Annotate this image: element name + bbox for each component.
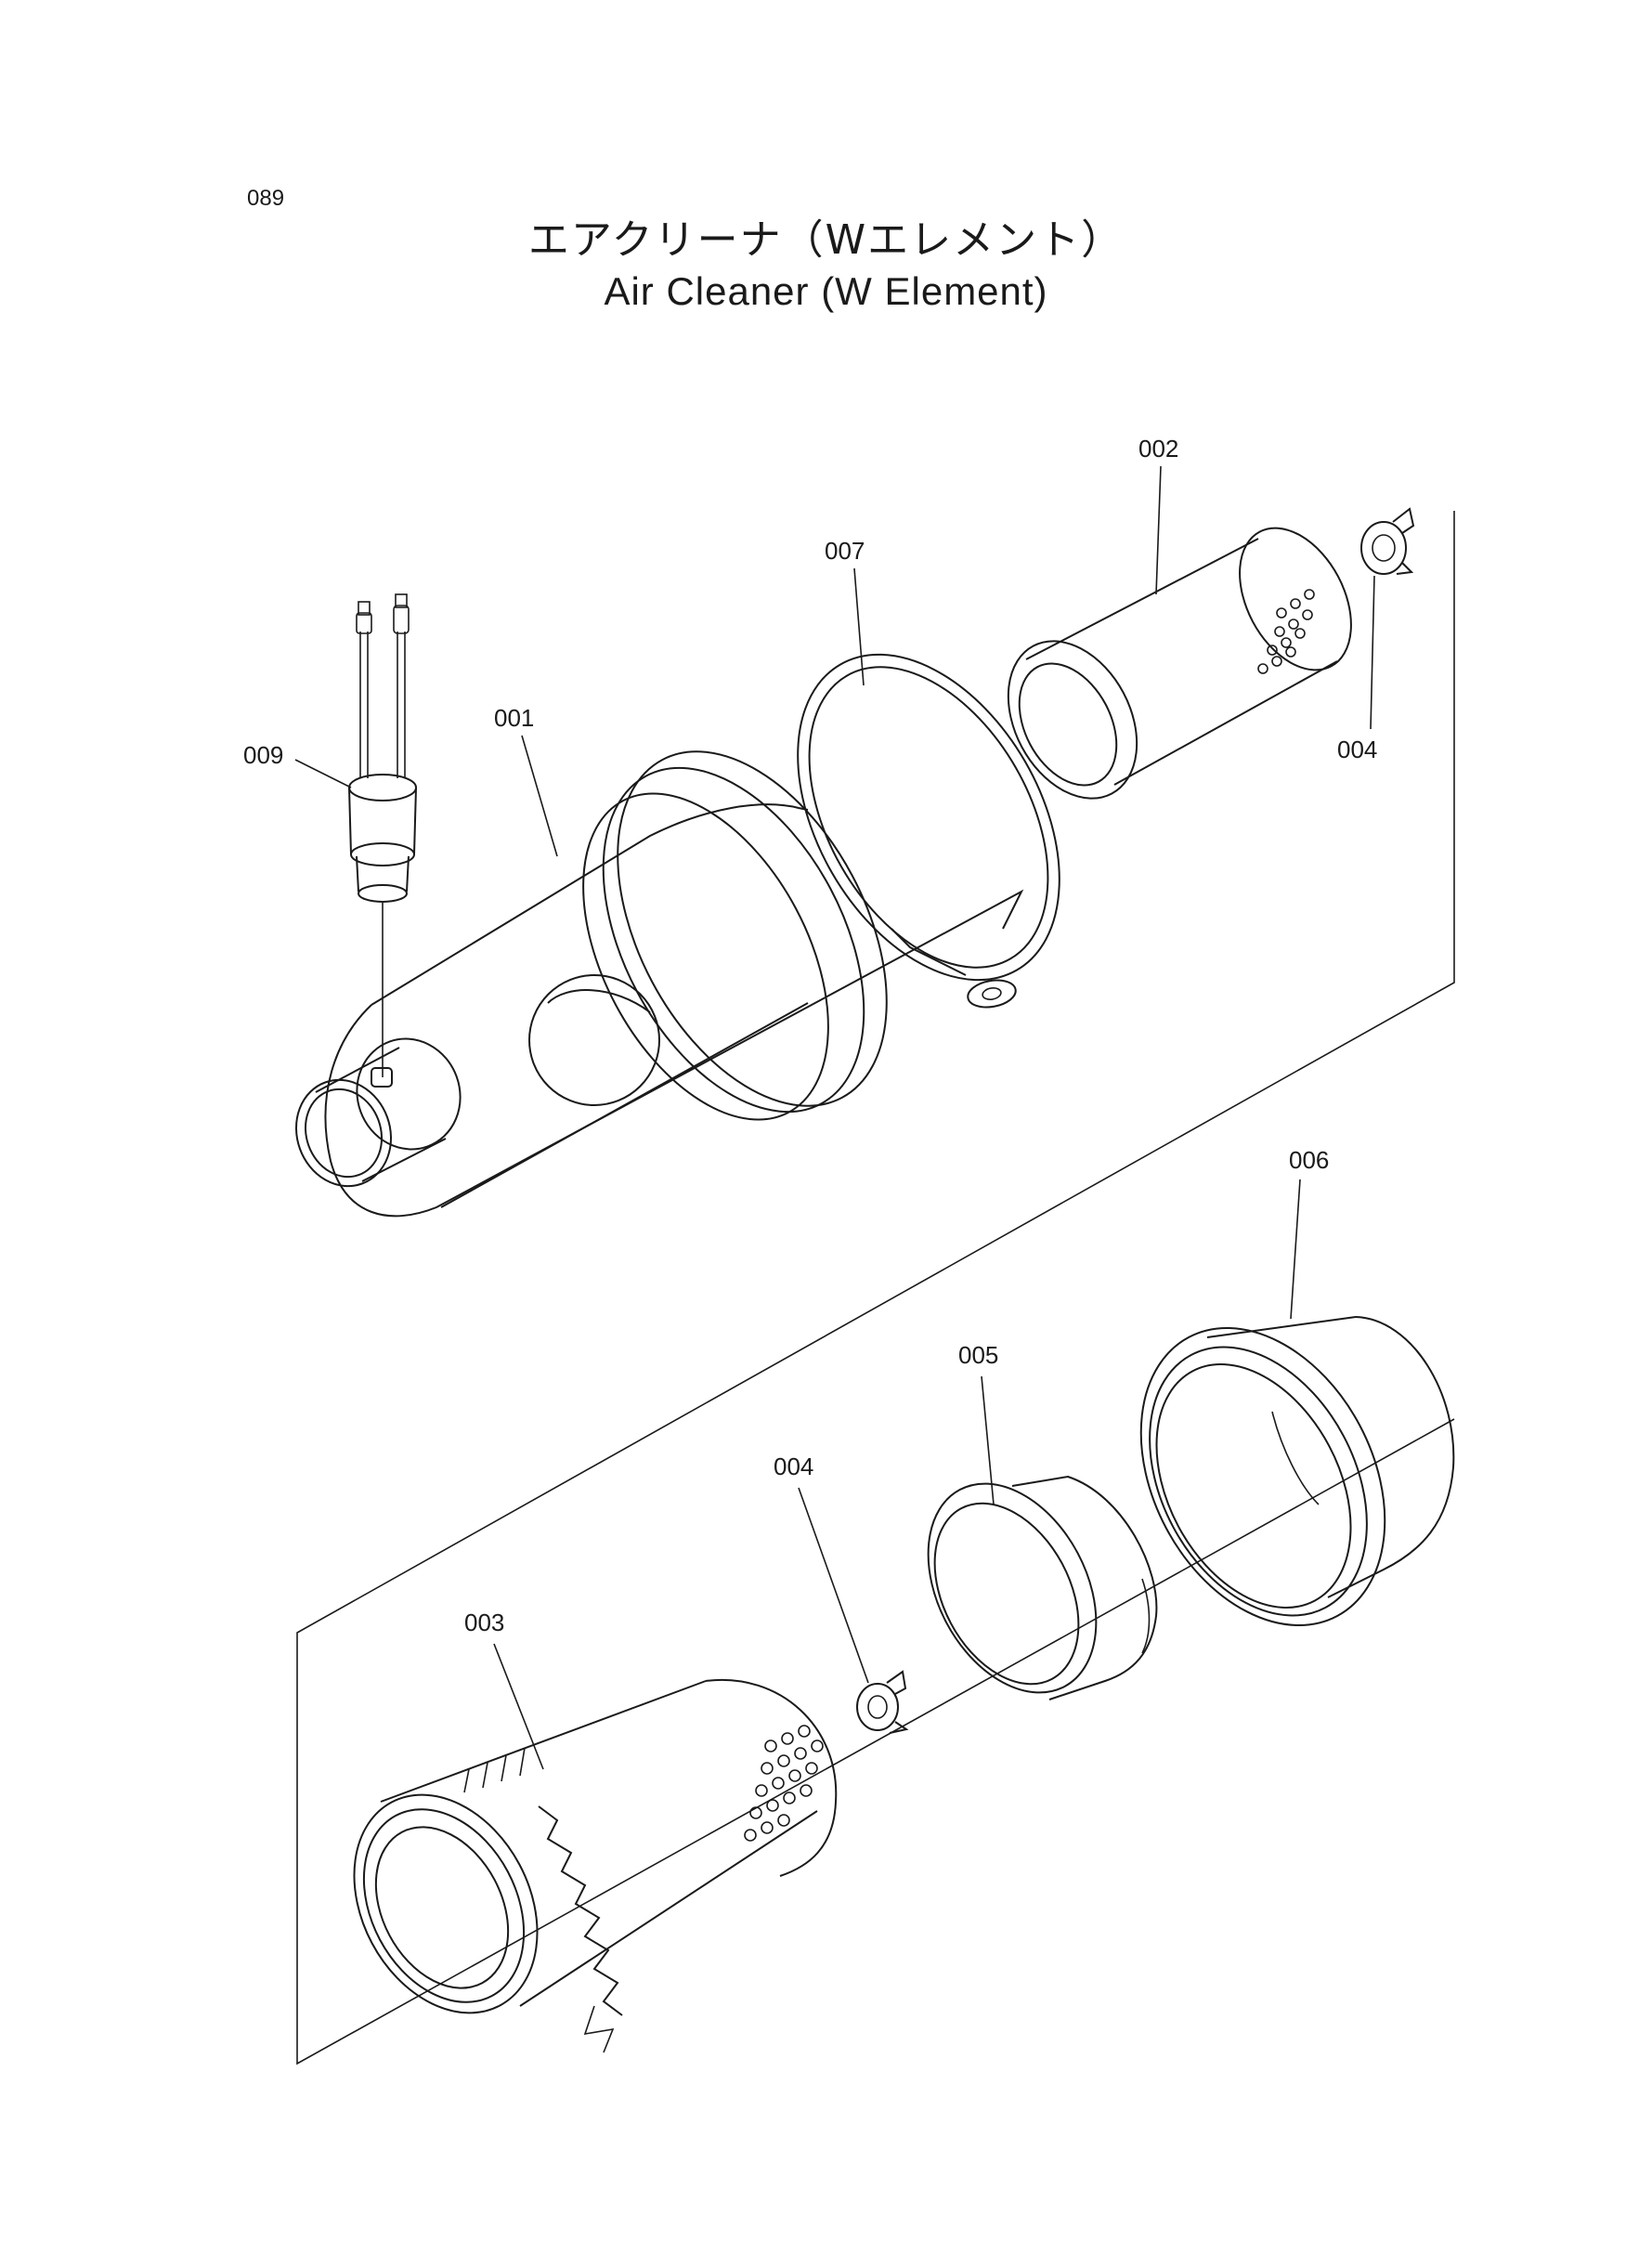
- part-003-outer-element: [353, 1678, 838, 2053]
- label-006: 006: [1289, 1146, 1329, 1174]
- label-003: 003: [464, 1609, 504, 1636]
- label-005: 005: [958, 1341, 998, 1369]
- part-004-wing-nut-upper: [1360, 507, 1415, 575]
- part-006-end-cover: [1139, 1316, 1455, 1626]
- assembly-outline: [296, 511, 1455, 2065]
- label-007: 007: [825, 537, 865, 565]
- part-labels: 009 001 007 002 004 006 005 004 003: [243, 435, 1377, 1636]
- label-004-upper: 004: [1337, 736, 1377, 763]
- label-002: 002: [1138, 435, 1178, 463]
- part-005-gasket: [927, 1475, 1158, 1700]
- part-007-band-clamp: [797, 653, 1060, 1009]
- part-004-wing-nut-lower: [856, 1670, 909, 1734]
- part-002-inner-element: [1007, 527, 1352, 800]
- page-number: 089: [247, 186, 285, 211]
- leader-lines: [294, 465, 1375, 1770]
- label-004-lower: 004: [774, 1453, 813, 1480]
- title-english: Air Cleaner (W Element): [604, 269, 1048, 313]
- part-001-housing: [294, 750, 1024, 1218]
- part-003-perforations: [744, 1725, 824, 1842]
- label-001: 001: [494, 704, 534, 732]
- title-japanese: エアクリーナ（Wエレメント）: [527, 216, 1125, 264]
- part-002-perforations: [1257, 589, 1315, 674]
- part-009-switch: [348, 593, 417, 1077]
- label-009: 009: [243, 741, 283, 769]
